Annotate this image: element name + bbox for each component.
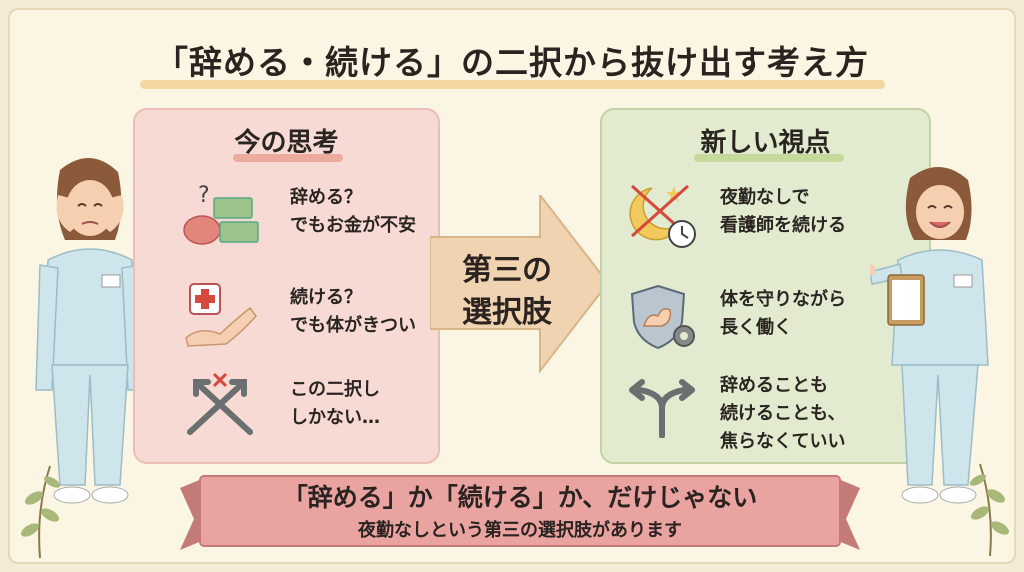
third-option-label: 第三の 選択肢 [437,250,577,334]
svg-text:?: ? [198,183,210,208]
item-line: 辞めることも [720,375,828,396]
branching-arrows-icon [629,379,695,438]
perspective-item: 体を守りながら 長く働く [622,282,922,362]
banner-main-text: 「辞める」か「続ける」か、だけじゃない [282,483,758,512]
item-line: 看護師を続ける [720,215,846,236]
worried-nurse-illustration [35,157,145,504]
purse-money-question-icon: ? [183,183,259,245]
arrow-line: 選択肢 [462,295,552,330]
item-line: しかない… [290,407,380,428]
thought-item: ? 辞める？ でもお金が不安 [180,180,430,260]
thought-item: この二択し しかない… [180,372,430,452]
crossed-arrows-icon [187,372,253,435]
perspective-item: 辞めることも 続けることも、 焦らなくていい [622,368,922,458]
third-option-arrow [430,195,610,374]
new-perspective-panel: 新しい視点 夜勤なしで 看護師を続ける 体を守りながら 長く働く [600,108,931,464]
item-line: この二択し [290,379,380,400]
message-banner [180,475,860,550]
shield-muscle-gear-icon [630,284,695,350]
perspective-item: 夜勤なしで 看護師を続ける [622,180,922,260]
heading-highlight [694,154,844,162]
title-highlight [140,80,885,89]
thought-item: 続ける？ でも体がきつい [180,280,430,360]
item-line: 辞める？ [290,187,362,208]
page-title: 「辞める・続ける」の二択から抜け出す考え方 [155,43,869,82]
item-line: でも体がきつい [290,315,416,336]
panel-heading: 今の思考 [234,128,339,158]
item-line: 続ける？ [290,287,362,308]
leaf-decoration-left [20,465,61,559]
first-aid-arm-icon [185,283,257,347]
current-thinking-panel: 今の思考 ? 辞める？ でもお金が不安 続ける？ でも体がきつい [133,108,440,464]
leaf-decoration-right [969,463,1010,557]
item-line: でもお金が不安 [290,215,416,236]
no-night-shift-clock-icon [629,184,696,248]
heading-highlight [233,154,343,162]
arrow-line: 第三の [462,253,552,288]
item-line: 夜勤なしで [720,187,810,208]
item-line: 体を守りながら [720,289,846,310]
item-line: 続けることも、 [720,403,846,424]
smiling-nurse-illustration [870,166,989,504]
item-line: 長く働く [720,317,792,338]
item-line: 焦らなくていい [720,431,846,452]
banner-sub-text: 夜勤なしという第三の選択肢があります [358,520,682,541]
panel-heading: 新しい視点 [700,128,831,158]
